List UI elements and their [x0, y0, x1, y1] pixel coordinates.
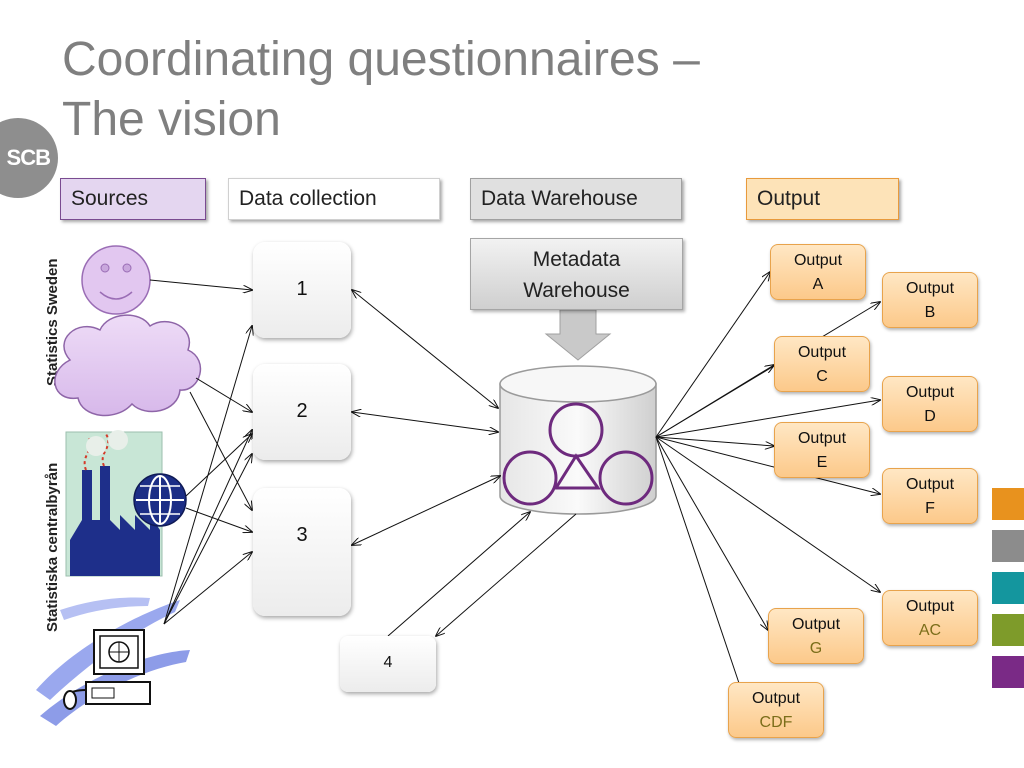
- output-b-box: Output B: [882, 272, 978, 328]
- metadata-warehouse-box: Metadata Warehouse: [470, 238, 683, 310]
- output-ac-line-1: Output: [905, 598, 955, 615]
- swatch-green: [992, 614, 1024, 646]
- output-g-line-1: Output: [791, 616, 841, 633]
- smiley-face-icon: [81, 245, 151, 315]
- warehouse-to-output-connectors: [655, 272, 880, 692]
- globe-icon: [133, 473, 187, 527]
- swatch-purple: [992, 656, 1024, 688]
- output-a-line-1: Output: [793, 252, 843, 269]
- output-e-line-2: E: [816, 454, 828, 471]
- output-f-line-2: F: [925, 500, 935, 517]
- factory-icon: [65, 430, 163, 577]
- collection-box-3: 3: [253, 488, 351, 616]
- output-c-line-1: Output: [797, 344, 847, 361]
- swatch-gray: [992, 530, 1024, 562]
- swatch-teal: [992, 572, 1024, 604]
- title-line-1: Coordinating questionnaires –: [62, 33, 700, 86]
- database-cylinder-icon: [499, 365, 657, 515]
- output-c-line-2: C: [816, 368, 828, 385]
- collection-box-4: 4: [340, 636, 436, 692]
- cloud-icon: [54, 314, 202, 417]
- output-cdf-box: Output CDF: [728, 682, 824, 738]
- output-c-box: Output C: [774, 336, 870, 392]
- title-line-2: The vision: [62, 93, 281, 146]
- output-d-box: Output D: [882, 376, 978, 432]
- metadata-down-arrow: [544, 309, 612, 361]
- collection-box-2: 2: [253, 364, 351, 460]
- output-cdf-line-2: CDF: [759, 714, 793, 731]
- data-warehouse-header: Data Warehouse: [470, 178, 682, 220]
- output-a-line-2: A: [812, 276, 824, 293]
- output-a-box: Output A: [770, 244, 866, 300]
- output-f-box: Output F: [882, 468, 978, 524]
- slide-title: Coordinating questionnaires – The vision: [62, 30, 862, 150]
- sources-header: Sources: [60, 178, 206, 220]
- output-header: Output: [746, 178, 899, 220]
- collection-to-warehouse-connectors: [352, 290, 577, 636]
- output-g-line-2: G: [809, 640, 823, 657]
- source-to-collection-connectors: [149, 279, 252, 625]
- swatch-orange: [992, 488, 1024, 520]
- collection-box-1: 1: [253, 242, 351, 338]
- output-d-line-1: Output: [905, 384, 955, 401]
- output-ac-box: Output AC: [882, 590, 978, 646]
- output-b-line-2: B: [924, 304, 936, 321]
- output-ac-line-2: AC: [918, 622, 942, 639]
- metadata-line-2: Warehouse: [523, 279, 630, 302]
- metadata-line-1: Metadata: [532, 248, 621, 271]
- output-f-line-1: Output: [905, 476, 955, 493]
- output-d-line-2: D: [924, 408, 936, 425]
- output-e-box: Output E: [774, 422, 870, 478]
- output-b-line-1: Output: [905, 280, 955, 297]
- computer-terminal-icon: [36, 597, 190, 726]
- data-collection-header: Data collection: [228, 178, 440, 220]
- output-g-box: Output G: [768, 608, 864, 664]
- output-e-line-1: Output: [797, 430, 847, 447]
- output-cdf-line-1: Output: [751, 690, 801, 707]
